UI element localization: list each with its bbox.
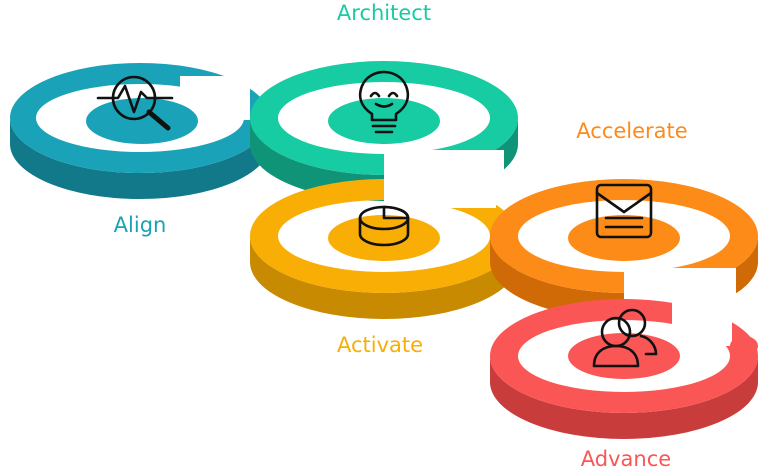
stage-align: Align [10, 63, 270, 237]
stage-label-advance: Advance [581, 447, 671, 471]
stage-label-align: Align [114, 213, 167, 237]
align-hub [86, 98, 198, 144]
envelope-icon [595, 183, 653, 239]
advance-ring-gap [672, 290, 732, 346]
architect-ring [250, 61, 518, 175]
stage-label-activate: Activate [337, 333, 423, 357]
pie-chart-icon [358, 205, 410, 247]
stage-activate: Activate [250, 168, 518, 357]
stage-accelerate: Accelerate [490, 119, 758, 319]
magnifier-pulse-icon [96, 75, 174, 131]
activate-ring-side [250, 236, 518, 319]
accelerate-ring [490, 179, 758, 293]
stage-advance: Advance [490, 290, 758, 471]
activate-hub [328, 215, 440, 261]
advance-ring-side [490, 356, 758, 439]
advance-ring-end [730, 336, 758, 356]
users-icon [592, 308, 658, 368]
advance-hub [568, 333, 680, 379]
stage-label-architect: Architect [337, 1, 431, 25]
activate-ring-gap [384, 168, 496, 208]
stage-label-accelerate: Accelerate [576, 119, 687, 143]
lightbulb-icon [358, 70, 410, 134]
align-ring-side [10, 118, 270, 199]
